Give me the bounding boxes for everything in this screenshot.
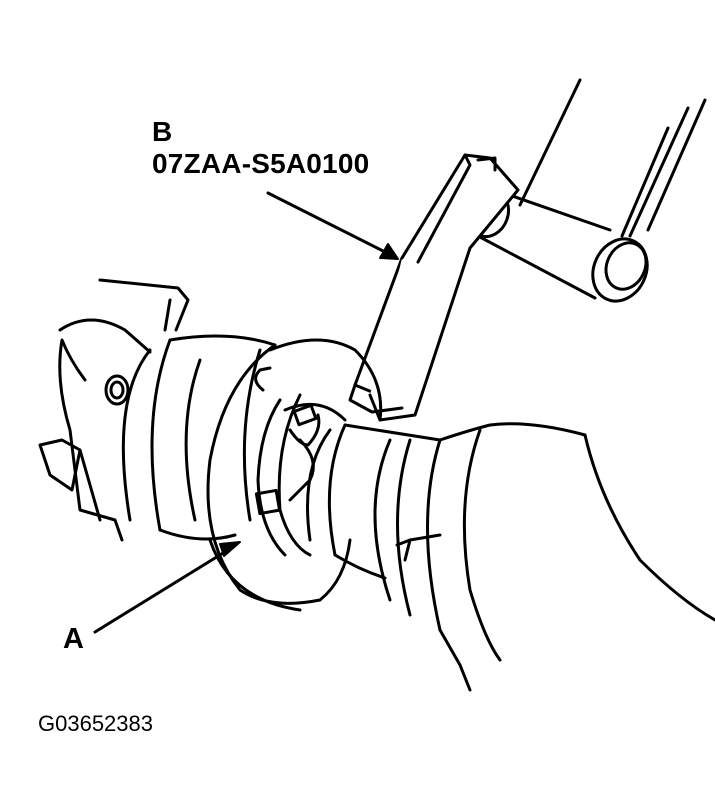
leader-b [266,191,399,260]
figure-id: G03652383 [38,711,153,736]
cv-boot [373,422,715,692]
callout-a-letter: A [63,623,84,655]
brake-disc [206,338,383,612]
hub-assembly [121,334,277,541]
axle-shaft [306,423,442,580]
knuckle-housing [38,278,190,542]
driveshaft-collar [254,393,347,557]
callout-b-letter: B [152,116,173,147]
callout-b-part-number: 07ZAA-S5A0100 [152,148,370,179]
tool-b-handle [348,153,649,422]
tool-b-bar [518,78,707,238]
leader-a [93,541,241,634]
